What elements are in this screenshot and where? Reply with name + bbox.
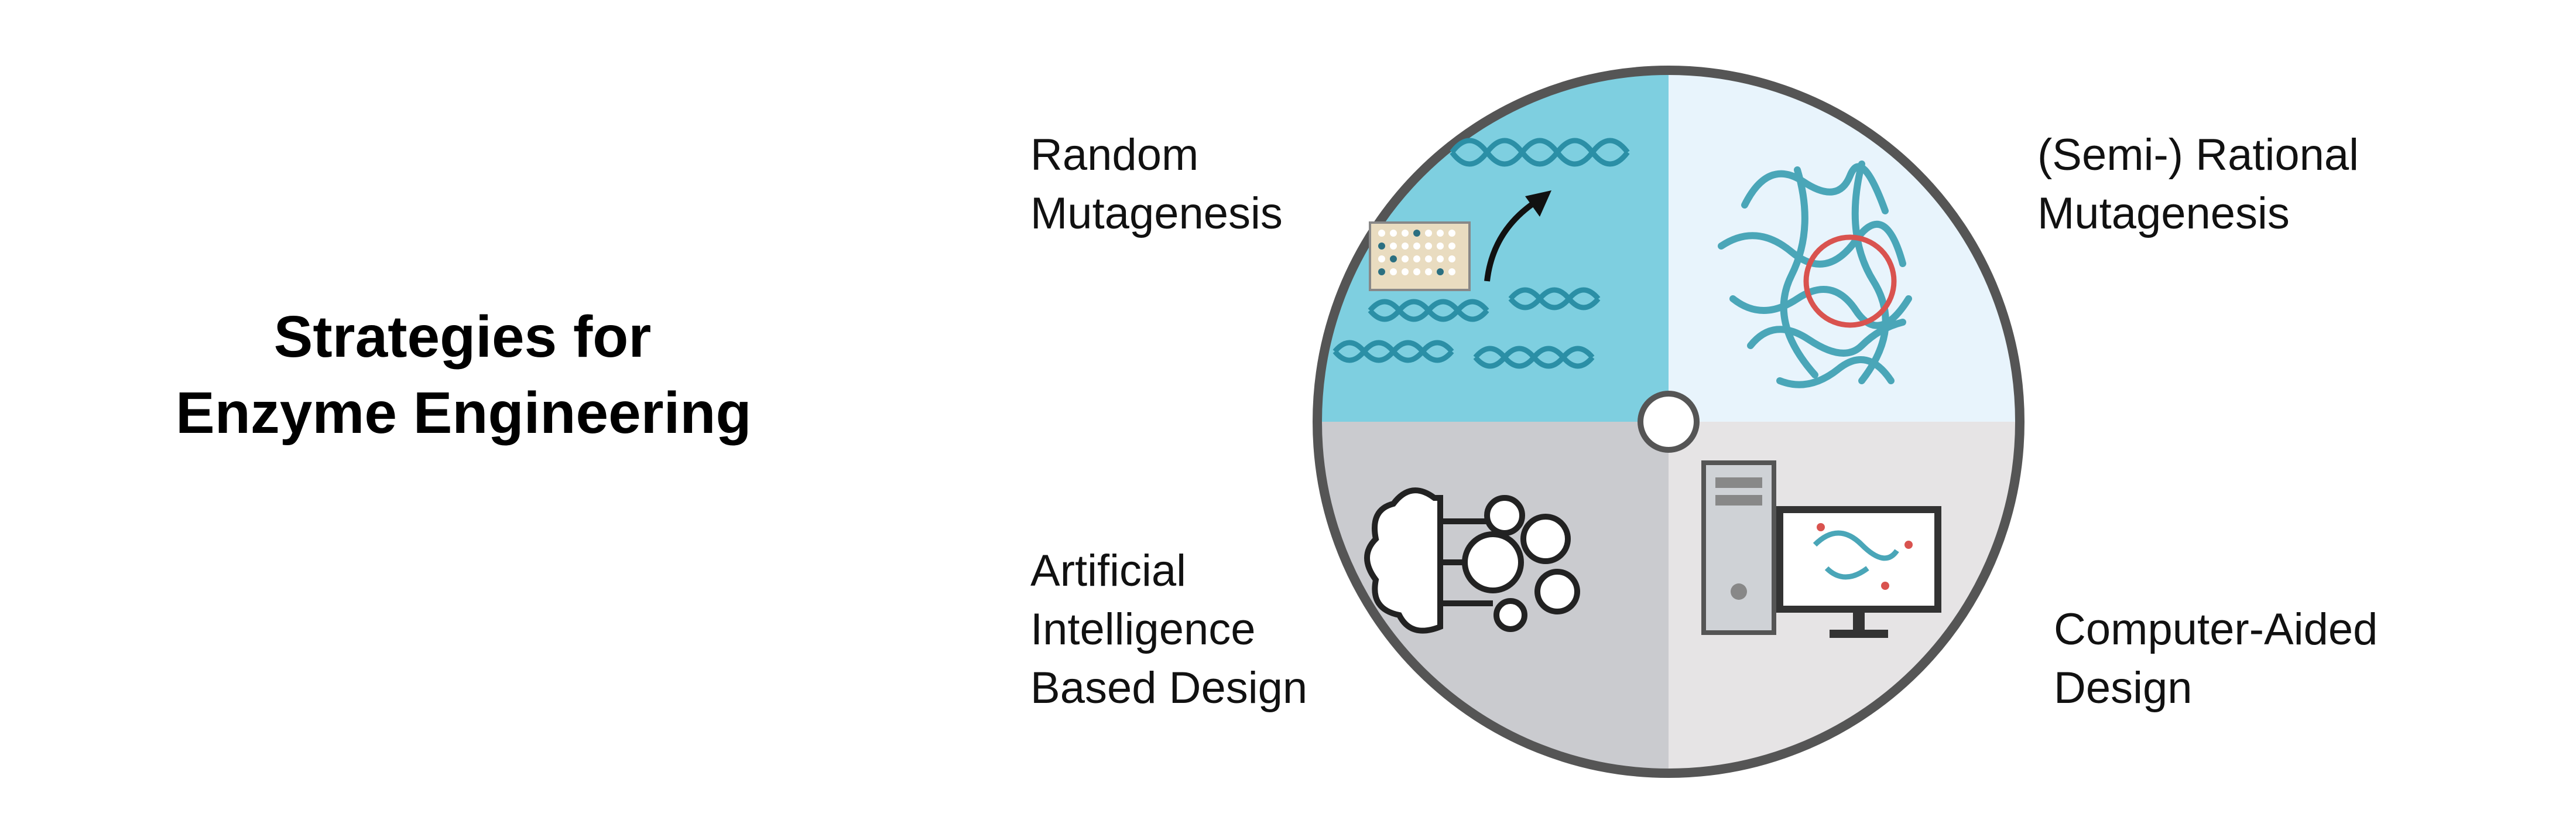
monitor-icon	[1776, 506, 1941, 638]
page-title: Strategies for Enzyme Engineering	[176, 299, 752, 451]
strategy-wheel	[1313, 66, 2025, 778]
label-computer-aided-design: Computer-Aided Design	[2054, 600, 2378, 718]
label-line: Computer-Aided	[2054, 605, 2378, 654]
label-line: Random	[1030, 130, 1199, 180]
title-line-1: Strategies for	[273, 304, 652, 370]
title-line-2: Enzyme Engineering	[176, 380, 752, 446]
protein-structure-icon	[1718, 160, 1912, 388]
brain-gears-icon	[1364, 487, 1580, 634]
well-plate-icon	[1369, 221, 1471, 291]
dna-helix-icon	[1332, 138, 1630, 369]
label-line: Mutagenesis	[2037, 189, 2290, 238]
label-line: Intelligence	[1030, 605, 1256, 654]
computer-tower-icon	[1701, 460, 1776, 635]
label-semi-rational-mutagenesis: (Semi-) Rational Mutagenesis	[2037, 126, 2359, 243]
label-line: Based Design	[1030, 663, 1308, 713]
center-hole	[1638, 391, 1700, 453]
label-random-mutagenesis: Random Mutagenesis	[1030, 126, 1283, 243]
arrow-icon	[1484, 190, 1551, 282]
label-line: Mutagenesis	[1030, 189, 1283, 238]
wheel-ring	[1313, 66, 2025, 778]
label-ai-based-design: Artificial Intelligence Based Design	[1030, 542, 1307, 718]
label-line: (Semi-) Rational	[2037, 130, 2359, 180]
target-circle-icon	[1803, 234, 1897, 328]
label-line: Artificial	[1030, 546, 1187, 596]
label-line: Design	[2054, 663, 2193, 713]
